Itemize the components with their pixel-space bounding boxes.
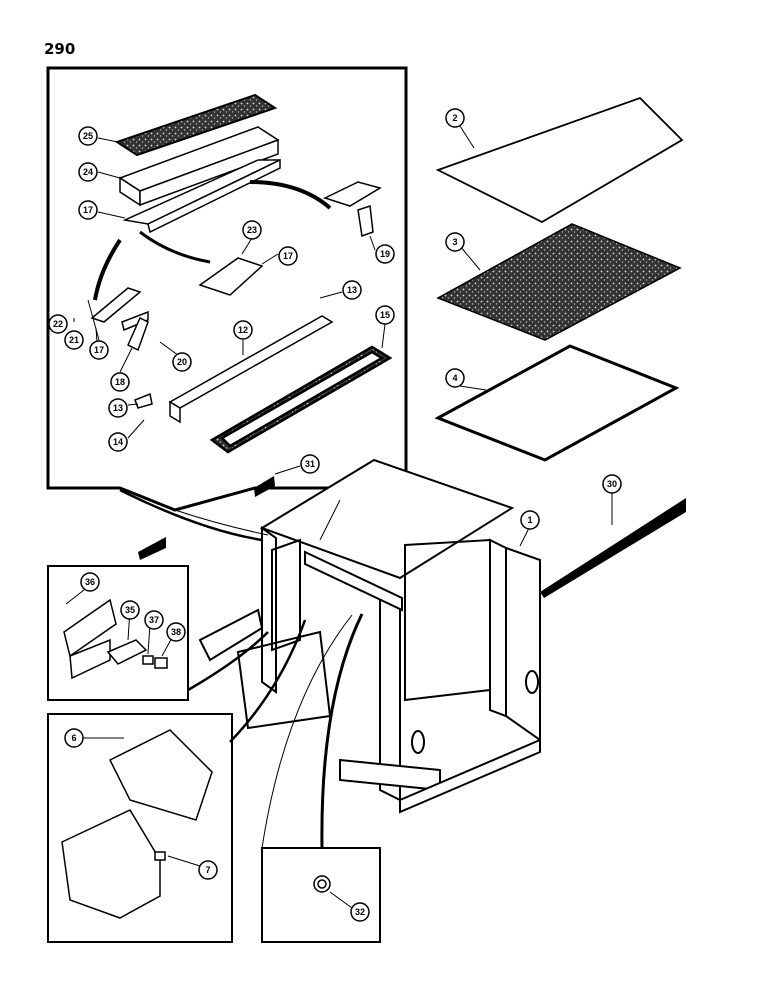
trim-30-drawing [540, 498, 686, 598]
seal-detail-panel [47, 565, 189, 701]
callout: 30 [602, 474, 622, 494]
seal-4-drawing [434, 344, 680, 462]
mount-detail-panel [47, 713, 233, 943]
svg-text:4: 4 [452, 373, 457, 383]
svg-text:3: 3 [452, 237, 457, 247]
frame-17-top-drawing [122, 158, 281, 234]
hinge-17-mid-drawing [198, 257, 264, 296]
callout: 4 [445, 368, 465, 388]
callout: 36 [80, 572, 100, 592]
callout: 13 [108, 398, 128, 418]
callout: 25 [78, 126, 98, 146]
callout: 22 [48, 314, 68, 334]
clip-13-drawing [134, 392, 153, 409]
callout: 20 [172, 352, 192, 372]
callout: 15 [375, 305, 395, 325]
callout: 23 [242, 220, 262, 240]
svg-text:25: 25 [83, 131, 93, 141]
svg-text:19: 19 [380, 249, 390, 259]
hinge-17-left-drawing [90, 287, 149, 332]
cab-frame-1-drawing [198, 458, 541, 814]
callout: 2 [445, 108, 465, 128]
mount-7-drawing [61, 809, 166, 919]
bracket-36-drawing [63, 598, 117, 680]
callout: 13 [342, 280, 362, 300]
cab-leader-lines [119, 488, 364, 849]
callouts: 1 2 3 4 6 7 12 13 13 14 15 17 17 17 18 1… [48, 108, 622, 922]
detail-leader-arcs [93, 180, 332, 301]
page-number: 290 [44, 40, 76, 58]
latch-18-drawing [127, 316, 149, 352]
callout: 24 [78, 162, 98, 182]
svg-text:30: 30 [607, 479, 617, 489]
callout: 37 [144, 610, 164, 630]
svg-text:17: 17 [283, 251, 293, 261]
plate-6-drawing [108, 729, 213, 821]
svg-text:2: 2 [452, 113, 457, 123]
svg-text:17: 17 [94, 345, 104, 355]
svg-text:15: 15 [380, 310, 390, 320]
svg-text:22: 22 [53, 319, 63, 329]
cover-24-drawing [118, 126, 280, 207]
callout: 17 [89, 340, 109, 360]
svg-text:36: 36 [85, 577, 95, 587]
svg-text:23: 23 [247, 225, 257, 235]
svg-text:35: 35 [125, 605, 135, 615]
seal-25-drawing [114, 93, 278, 157]
svg-text:6: 6 [71, 733, 76, 743]
callout: 32 [350, 902, 370, 922]
svg-text:17: 17 [83, 205, 93, 215]
svg-text:21: 21 [69, 335, 79, 345]
svg-text:31: 31 [305, 459, 315, 469]
svg-text:13: 13 [113, 403, 123, 413]
svg-text:1: 1 [527, 515, 532, 525]
nut-37-38-drawing [142, 655, 168, 669]
svg-text:24: 24 [83, 167, 93, 177]
bar-12-drawing [168, 315, 334, 424]
roof-vent-detail-panel [46, 66, 408, 512]
svg-text:13: 13 [347, 285, 357, 295]
headliner-3-drawing [436, 223, 682, 341]
svg-text:14: 14 [113, 437, 123, 447]
seal-15-drawing [209, 345, 393, 454]
callout: 35 [120, 600, 140, 620]
callout: 38 [166, 622, 186, 642]
plate-35-drawing [106, 639, 148, 665]
svg-text:20: 20 [177, 357, 187, 367]
callout: 21 [64, 330, 84, 350]
svg-text:7: 7 [205, 865, 210, 875]
callout: 31 [300, 454, 320, 474]
callout: 3 [445, 232, 465, 252]
roof-panel-2-drawing [435, 96, 684, 224]
callout-leaders [65, 125, 613, 909]
callout: 18 [110, 372, 130, 392]
callout: 19 [375, 244, 395, 264]
svg-text:12: 12 [238, 325, 248, 335]
svg-text:37: 37 [149, 615, 159, 625]
plug-detail-panel [261, 847, 381, 943]
callout: 14 [108, 432, 128, 452]
plug-32-drawing [313, 875, 331, 893]
bracket-19-drawing [322, 181, 382, 238]
callout: 7 [198, 860, 218, 880]
trim-31-drawing [138, 476, 275, 560]
callout: 17 [278, 246, 298, 266]
svg-text:38: 38 [171, 627, 181, 637]
callout: 17 [78, 200, 98, 220]
svg-text:18: 18 [115, 377, 125, 387]
callout: 12 [233, 320, 253, 340]
callout: 1 [520, 510, 540, 530]
callout: 6 [64, 728, 84, 748]
svg-text:32: 32 [355, 907, 365, 917]
